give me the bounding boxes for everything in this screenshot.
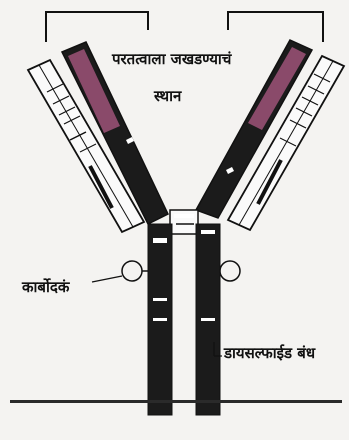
heavy-chain-stem-left (148, 224, 172, 415)
binding-site-bracket-right (228, 12, 323, 42)
carbohydrate-label: कार्बोदकं (22, 280, 69, 295)
binding-site-label-line2: स्थान (154, 89, 181, 104)
binding-site-bracket-left (46, 12, 148, 42)
binding-site-label-line1: परतत्वाला जखडण्याचं (112, 52, 231, 67)
figure-bottom-border (10, 400, 342, 403)
hinge-region (170, 210, 198, 234)
heavy-chain-stem-right (196, 224, 220, 415)
carbohydrate-right (220, 261, 240, 281)
carbohydrate-pointer (92, 276, 122, 282)
carbohydrate-left (92, 261, 148, 282)
disulfide-bond-label: डायसल्फाईड बंध (224, 346, 315, 361)
